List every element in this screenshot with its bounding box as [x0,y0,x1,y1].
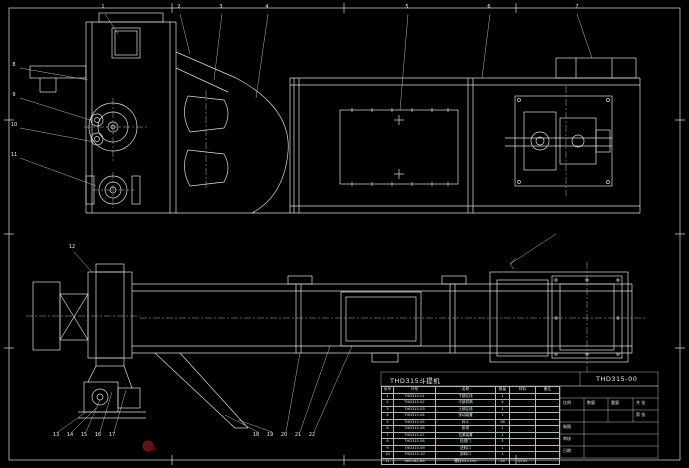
part-callout-number: 11 [10,152,18,158]
drawing-title: THD315斗提机 [390,377,441,385]
part-callout-number: 17 [108,432,116,438]
part-callout-number: 12 [68,244,76,250]
drawing-number: THD315-00 [596,375,638,383]
part-callout-number: 13 [52,432,60,438]
part-callout-number: 8 [12,62,16,68]
callout-leaders [19,13,593,433]
part-callout-number: 7 [575,4,579,10]
part-callout-number: 16 [94,432,102,438]
part-callout-number: 9 [12,92,16,98]
centerlines [26,86,645,372]
top-view-elevation [29,12,641,214]
part-callout-number: 18 [252,432,260,438]
part-callout-number: 22 [308,432,316,438]
part-callout-number: 20 [280,432,288,438]
part-callout-number: 6 [487,4,491,10]
sheet-no-label: 第 张 [636,412,646,417]
part-callout-number: 2 [177,4,181,10]
part-callout-number: 14 [66,432,74,438]
table-cell: 24 [495,457,510,465]
part-callout-number: 3 [219,4,223,10]
draw-label: 制图 [563,424,571,429]
bottom-view-plan [32,263,633,429]
red-stamp [142,440,157,452]
table-cell: 11 [381,457,394,465]
table-cell [535,457,560,465]
part-callout-number: 21 [294,432,302,438]
part-callout-number: 15 [80,432,88,438]
part-callout-number: 4 [265,4,269,10]
drawing-frame [4,3,685,465]
part-callout-number: 19 [266,432,274,438]
part-callout-number: 1 [101,4,105,10]
qty-label: 数量 [587,400,595,405]
table-cell: 螺栓M12×40 [435,457,496,465]
sheet-total-label: 共 张 [636,400,646,405]
part-callout-number: 5 [405,4,409,10]
part-callout-number: 10 [10,122,18,128]
date-label: 日期 [563,448,571,453]
weight-label: 重量 [611,400,619,405]
check-label: 审核 [563,436,571,441]
table-cell: GB5782-86 [393,457,436,465]
scale-label: 比例 [563,400,571,405]
title-block-ruling [380,371,659,459]
table-cell: Q235 [509,457,536,465]
